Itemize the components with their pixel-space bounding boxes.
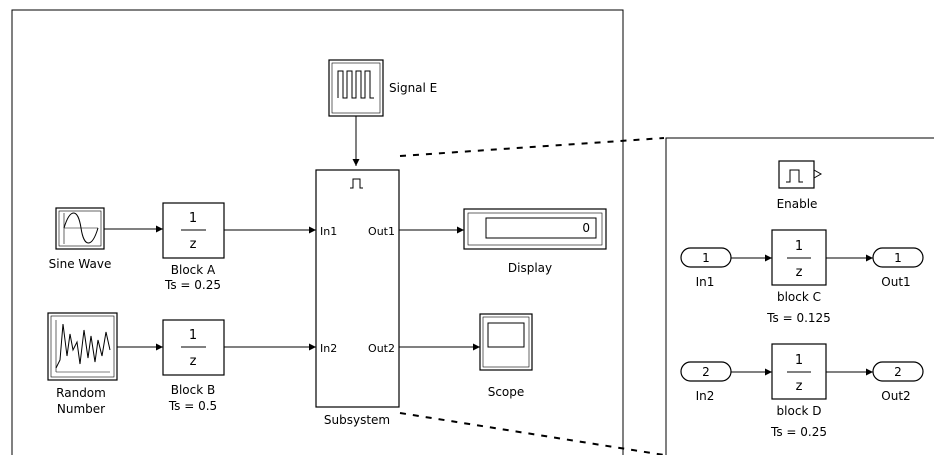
inport-2-number: 2 [702,365,710,379]
block-d[interactable] [771,343,827,400]
block-c-label: block C [777,290,821,304]
random-number-block[interactable] [47,312,118,381]
inport-1-number: 1 [702,251,710,265]
signal-e-block[interactable] [328,59,384,117]
block-d-numerator: 1 [795,353,803,368]
block-d-sample-time: Ts = 0.25 [770,425,827,439]
signal-e-label: Signal E [389,81,437,95]
zoom-line-bottom [399,412,665,455]
outport-2-block[interactable] [872,361,924,382]
block-b-denominator: z [190,354,197,369]
outport-1-number: 1 [894,251,902,265]
enable-pulse-icon [350,178,363,189]
scope-label: Scope [488,385,525,399]
display-value: 0 [582,221,590,235]
block-a-denominator: z [190,237,197,252]
scope-block[interactable] [479,313,533,371]
subsystem-in1-label: In1 [320,225,337,238]
block-b-numerator: 1 [189,328,197,343]
sine-wave-label: Sine Wave [49,257,112,271]
block-c-sample-time: Ts = 0.125 [766,311,831,325]
subsystem-out2-label: Out2 [368,342,395,355]
model-canvas-frame [11,9,624,455]
enable-port-label: Enable [777,197,818,211]
subsystem-label: Subsystem [324,413,390,427]
block-c-denominator: z [796,265,803,280]
subsystem-block[interactable] [315,169,400,408]
subsystem-in2-label: In2 [320,342,337,355]
block-a-numerator: 1 [189,211,197,226]
block-d-label: block D [777,404,822,418]
block-a-label: Block A [171,263,216,277]
outport-1-label: Out1 [881,275,910,289]
pulse-train-icon [337,70,374,99]
subsystem-detail-frame [665,137,934,455]
random-number-label-line1: Random [56,386,106,400]
inport-1-label: In1 [696,275,715,289]
zoom-line-top [399,137,665,157]
enable-port-block[interactable] [778,160,823,189]
block-b-sample-time: Ts = 0.5 [168,399,217,413]
random-signal-icon [55,323,111,369]
outport-1-block[interactable] [872,247,924,268]
display-label: Display [508,261,552,275]
sine-wave-block[interactable] [55,207,105,250]
display-block[interactable] [463,208,607,250]
block-d-denominator: z [796,379,803,394]
block-a-sample-time: Ts = 0.25 [164,278,221,292]
outport-2-label: Out2 [881,389,910,403]
random-number-label-line2: Number [57,402,105,416]
sine-wave-icon [63,212,99,244]
block-c-numerator: 1 [795,239,803,254]
subsystem-out1-label: Out1 [368,225,395,238]
inport-2-label: In2 [696,389,715,403]
outport-2-number: 2 [894,365,902,379]
scope-screen-icon [487,322,525,348]
block-b-label: Block B [171,383,216,397]
enable-port-icon [786,169,803,183]
